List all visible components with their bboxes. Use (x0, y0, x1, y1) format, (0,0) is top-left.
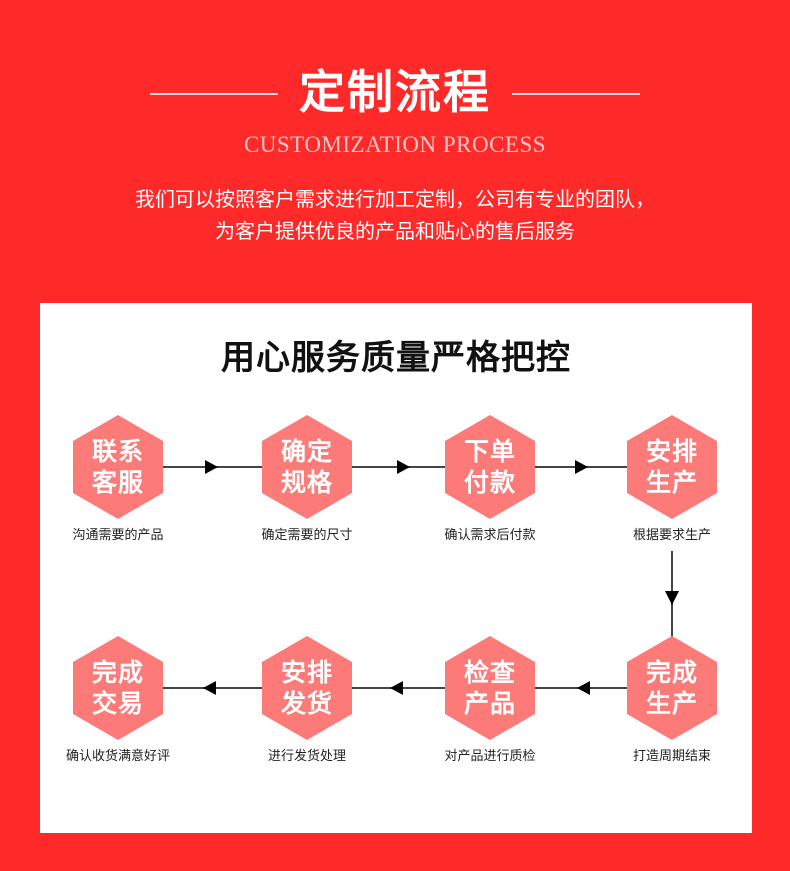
step-description: 确定需要的尺寸 (261, 528, 353, 543)
step-order-payment: 下单 付款 确认需求后付款 (415, 415, 565, 575)
intro-line-1: 我们可以按照客户需求进行加工定制，公司有专业的团队， (135, 187, 655, 211)
step-title-line-1: 完成 (645, 658, 698, 687)
arrow-right-icon (205, 460, 218, 474)
step-description: 根据要求生产 (632, 528, 711, 543)
intro-text: 我们可以按照客户需求进行加工定制，公司有专业的团队， 为客户提供优良的产品和贴心… (0, 183, 790, 247)
hexagon-badge: 检查 产品 (445, 636, 535, 740)
process-card: 用心服务质量严格把控 联系 客服 沟通需要的产品 确定 规格 确定需要的尺寸 下… (40, 303, 752, 833)
title-divider-right (512, 93, 640, 95)
step-title-line-2: 发货 (280, 689, 333, 718)
step-title-line-2: 付款 (463, 468, 516, 497)
step-quality-check: 检查 产品 对产品进行质检 (415, 636, 565, 796)
step-title-line-2: 规格 (280, 468, 333, 497)
hexagon-badge: 安排 发货 (262, 636, 352, 740)
hexagon-badge: 安排 生产 (627, 415, 717, 519)
step-title-line-2: 客服 (91, 468, 144, 497)
arrow-left-icon (390, 681, 403, 695)
step-title-line-1: 确定 (280, 437, 333, 466)
step-transaction-complete: 完成 交易 确认收货满意好评 (43, 636, 193, 796)
step-title-line-1: 安排 (280, 658, 333, 687)
step-title-line-1: 联系 (91, 437, 144, 466)
step-title-line-1: 安排 (645, 437, 698, 466)
step-description: 打造周期结束 (632, 749, 711, 764)
hexagon-badge: 确定 规格 (262, 415, 352, 519)
step-description: 确认需求后付款 (444, 528, 536, 543)
step-description: 对产品进行质检 (444, 749, 536, 764)
arrow-right-icon (397, 460, 410, 474)
step-arrange-shipping: 安排 发货 进行发货处理 (232, 636, 382, 796)
card-heading: 用心服务质量严格把控 (221, 338, 571, 378)
step-title-line-1: 检查 (463, 658, 516, 687)
hexagon-badge: 完成 交易 (73, 636, 163, 740)
hexagon-badge: 完成 生产 (627, 636, 717, 740)
hexagon-badge: 下单 付款 (445, 415, 535, 519)
step-title-line-2: 交易 (91, 689, 144, 718)
step-description: 沟通需要的产品 (72, 528, 164, 543)
step-title-line-1: 完成 (91, 658, 144, 687)
arrow-left-icon (203, 681, 216, 695)
step-title-line-1: 下单 (463, 437, 516, 466)
arrow-right-icon (575, 460, 588, 474)
step-title-line-2: 生产 (645, 468, 698, 497)
step-contact-service: 联系 客服 沟通需要的产品 (43, 415, 193, 575)
hexagon-badge: 联系 客服 (73, 415, 163, 519)
step-description: 进行发货处理 (267, 749, 346, 764)
step-title-line-2: 生产 (645, 689, 698, 718)
intro-line-2: 为客户提供优良的产品和贴心的售后服务 (215, 219, 575, 243)
title-divider-left (150, 93, 278, 95)
arrow-left-icon (577, 681, 590, 695)
page-title: 定制流程 (299, 65, 491, 119)
step-description: 确认收货满意好评 (65, 749, 170, 764)
step-confirm-spec: 确定 规格 确定需要的尺寸 (232, 415, 382, 575)
page-subtitle: CUSTOMIZATION PROCESS (243, 132, 547, 157)
arrow-down-icon (665, 591, 679, 605)
step-title-line-2: 产品 (463, 689, 516, 718)
page-title-group: 定制流程 (0, 62, 790, 122)
step-production-complete: 完成 生产 打造周期结束 (597, 636, 747, 796)
step-arrange-production: 安排 生产 根据要求生产 (597, 415, 747, 575)
